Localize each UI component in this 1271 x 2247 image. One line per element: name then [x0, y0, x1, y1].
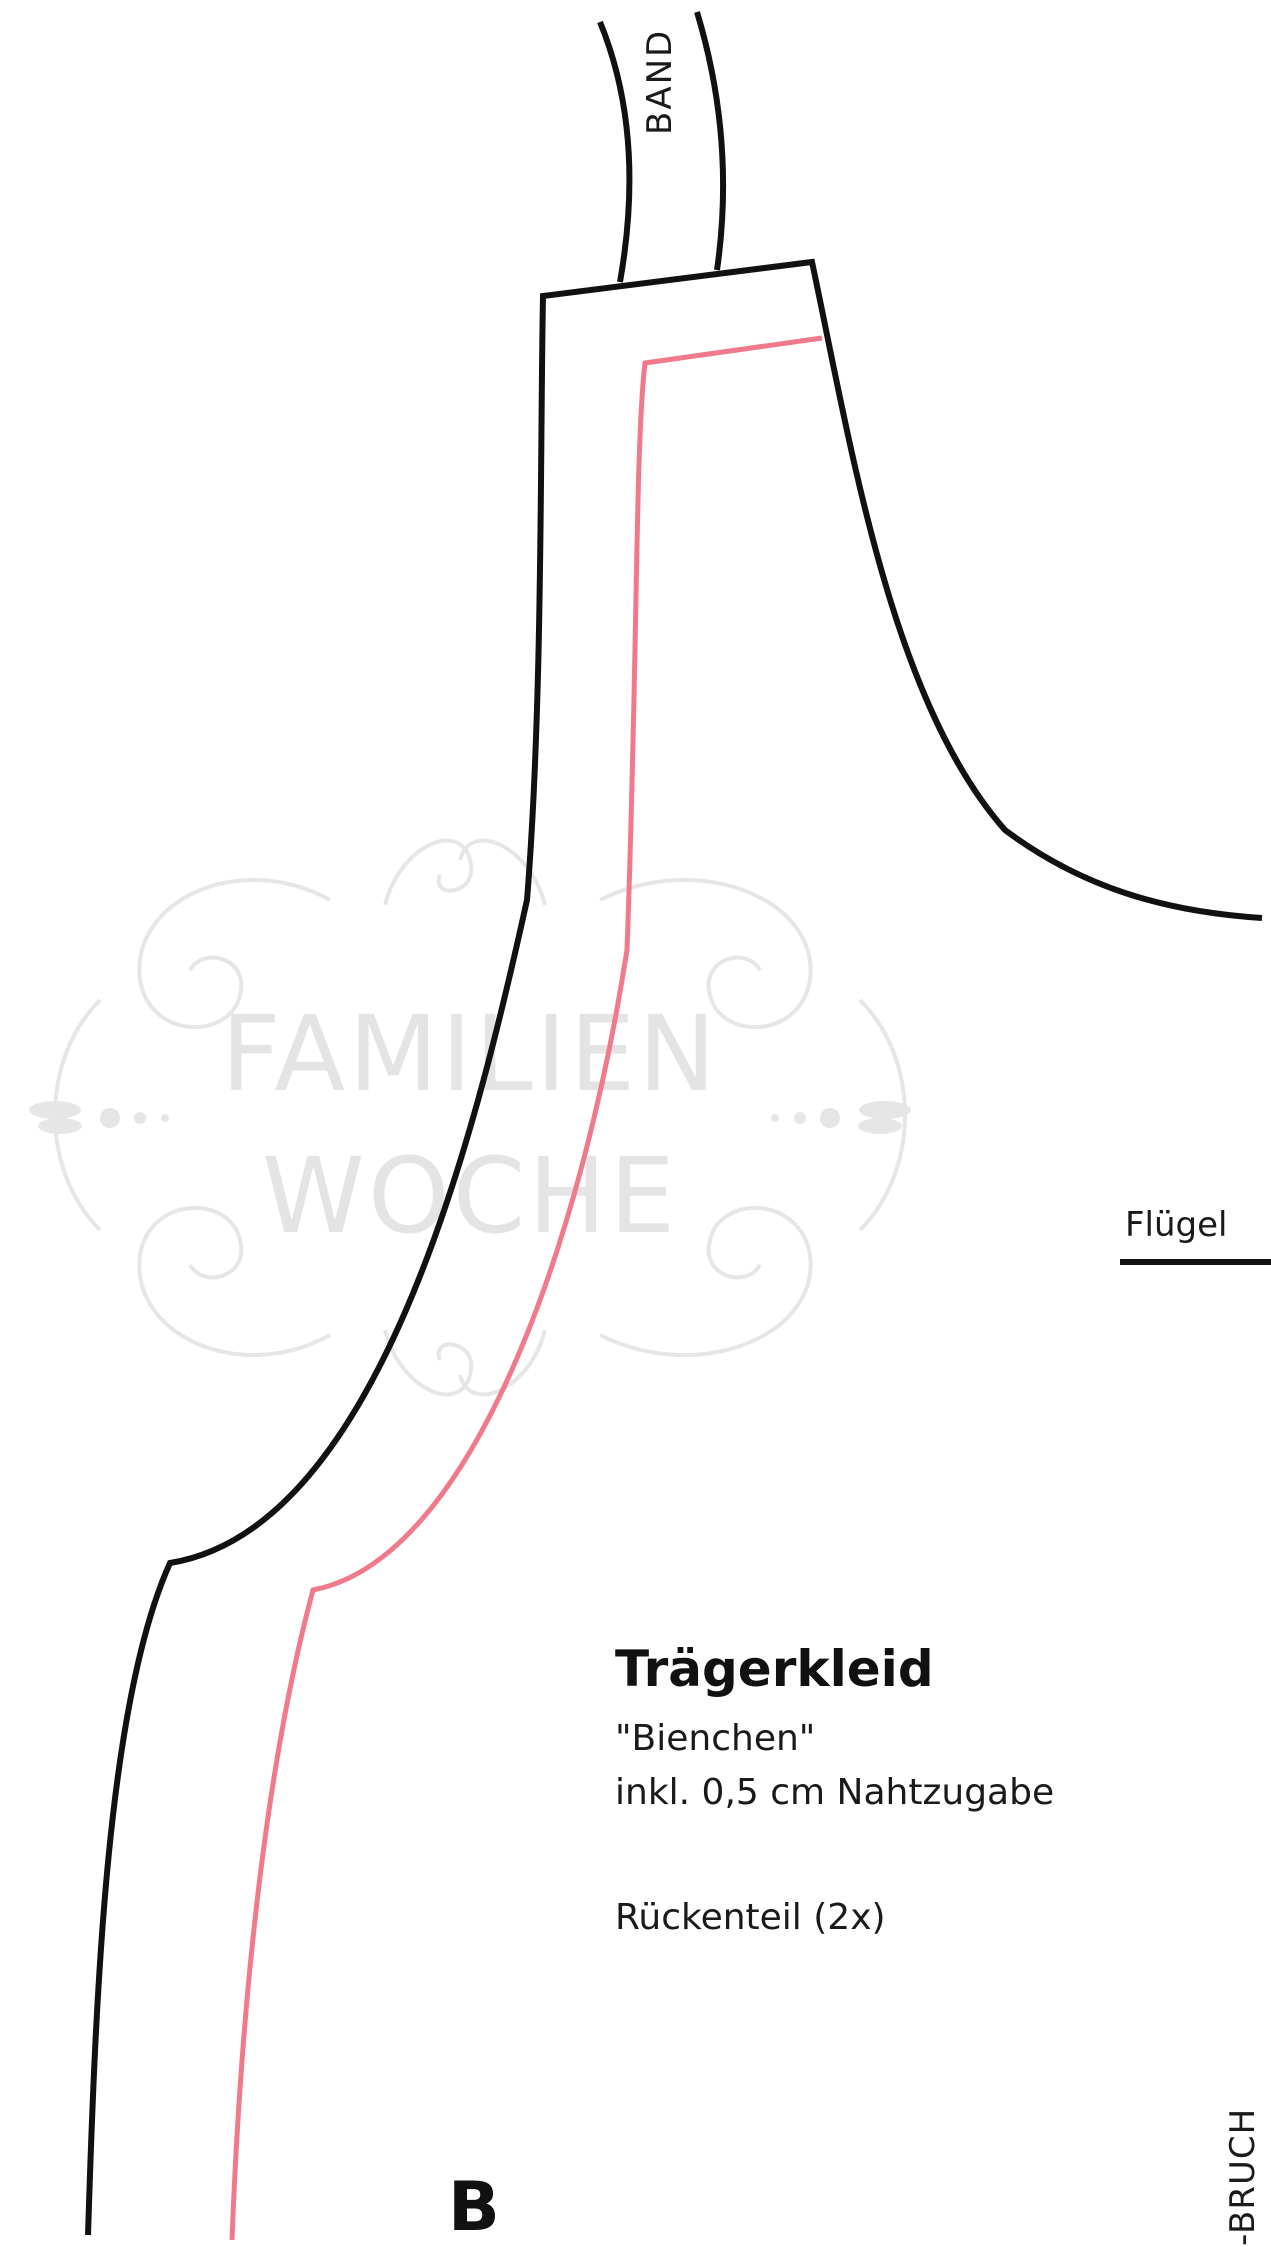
pattern-subtitle: "Bienchen" — [615, 1718, 816, 1759]
fluegel-marker-line — [1120, 1259, 1271, 1265]
band-left-line — [597, 20, 633, 283]
watermark-flourish-top-left — [137, 877, 331, 1029]
watermark-curl-bottom — [383, 1329, 547, 1397]
cut-line — [85, 258, 1263, 2236]
watermark-line-2: WOCHE — [262, 1135, 678, 1257]
seam-line — [229, 335, 823, 2241]
seam-allowance-note: inkl. 0,5 cm Nahtzugabe — [615, 1772, 1055, 1813]
watermark-flourish-bottom-left — [137, 1206, 331, 1358]
watermark-flourish-bottom-right — [599, 1206, 813, 1358]
piece-letter: B — [448, 2168, 500, 2247]
band-label: BAND — [640, 28, 680, 135]
pattern-title: Trägerkleid — [615, 1640, 934, 1698]
band-right-line — [694, 11, 727, 271]
watermark-dots — [29, 1101, 911, 1134]
piece-name: Rückenteil (2x) — [615, 1897, 886, 1938]
watermark-line-1: FAMILIEN — [221, 993, 719, 1115]
watermark-flourish-top-right — [599, 877, 813, 1029]
fold-label: -BRUCH — [1223, 2107, 1263, 2246]
fluegel-label: Flügel — [1125, 1205, 1228, 1245]
watermark-curl-top — [383, 838, 547, 906]
